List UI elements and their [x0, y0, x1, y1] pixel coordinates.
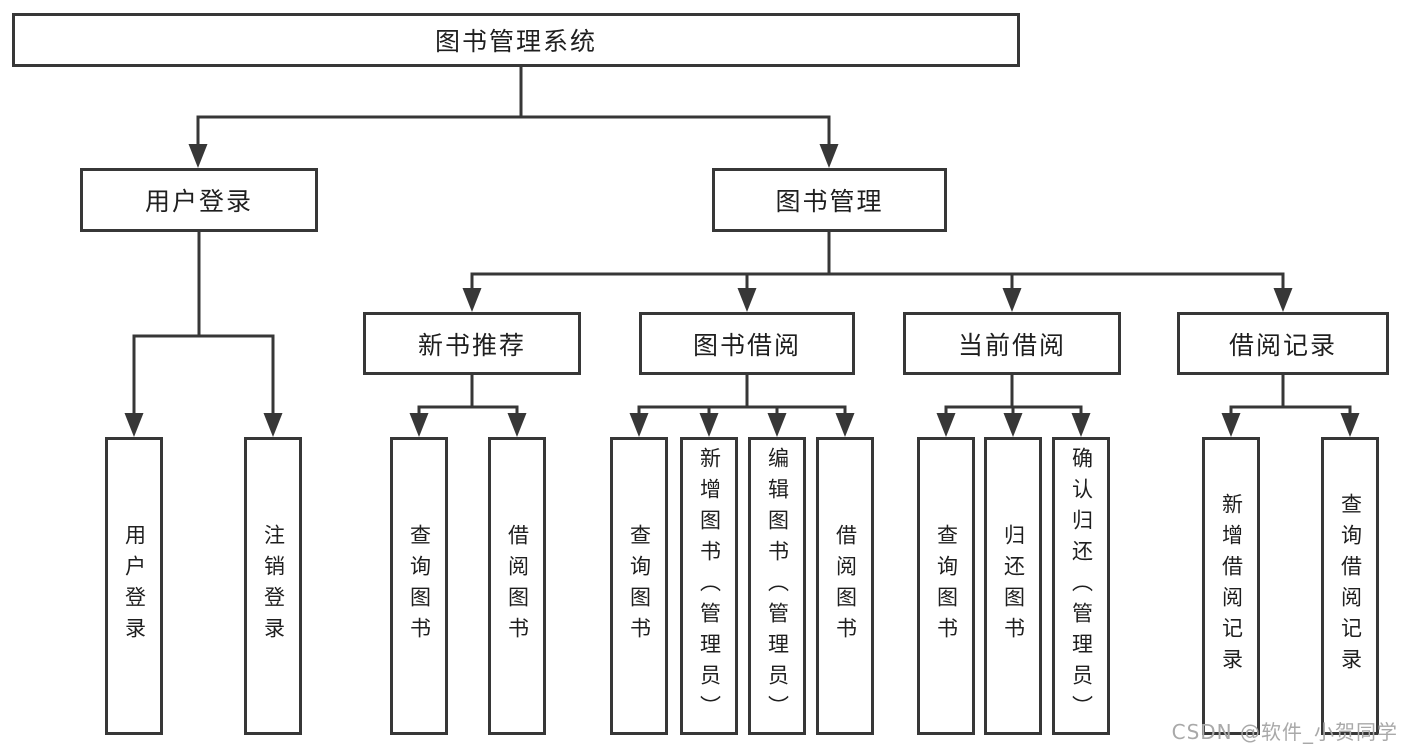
- leaf-user-login: 用户登录: [105, 437, 163, 735]
- arrowhead-icon: [263, 413, 283, 437]
- leaf-query-books-borrow: 查询图书: [610, 437, 668, 735]
- leaf-add-book-admin: 新增图书（管理员）: [680, 437, 738, 735]
- arrowhead-icon: [1003, 413, 1023, 437]
- leaf-borrow-books-newbook: 借阅图书: [488, 437, 546, 735]
- arrowhead-icon: [124, 413, 144, 437]
- arrowhead-icon: [737, 288, 757, 312]
- arrowhead-icon: [188, 144, 208, 168]
- node-user-login: 用户登录: [80, 168, 318, 232]
- arrowhead-icon: [1071, 413, 1091, 437]
- csdn-watermark: CSDN @软件_小贺同学: [1171, 720, 1398, 744]
- node-current-borrowing: 当前借阅: [903, 312, 1121, 375]
- arrowhead-icon: [462, 288, 482, 312]
- leaf-query-borrow-record: 查询借阅记录: [1321, 437, 1379, 735]
- arrowhead-icon: [699, 413, 719, 437]
- arrowhead-icon: [767, 413, 787, 437]
- arrowhead-icon: [409, 413, 429, 437]
- leaf-borrow-books: 借阅图书: [816, 437, 874, 735]
- arrowhead-icon: [1002, 288, 1022, 312]
- leaf-query-books-current: 查询图书: [917, 437, 975, 735]
- arrowhead-icon: [1273, 288, 1293, 312]
- node-library-management-system: 图书管理系统: [12, 13, 1020, 67]
- node-borrowing-records: 借阅记录: [1177, 312, 1389, 375]
- leaf-add-borrow-record: 新增借阅记录: [1202, 437, 1260, 735]
- node-new-book-recommend: 新书推荐: [363, 312, 581, 375]
- arrowhead-icon: [629, 413, 649, 437]
- leaf-return-book: 归还图书: [984, 437, 1042, 735]
- arrowhead-icon: [936, 413, 956, 437]
- arrowhead-icon: [1340, 413, 1360, 437]
- node-book-management: 图书管理: [712, 168, 947, 232]
- arrowhead-icon: [1221, 413, 1241, 437]
- arrowhead-icon: [835, 413, 855, 437]
- leaf-edit-book-admin: 编辑图书（管理员）: [748, 437, 806, 735]
- leaf-logout: 注销登录: [244, 437, 302, 735]
- arrowhead-icon: [819, 144, 839, 168]
- leaf-query-books-newbook: 查询图书: [390, 437, 448, 735]
- arrowhead-icon: [507, 413, 527, 437]
- node-book-borrowing: 图书借阅: [639, 312, 855, 375]
- leaf-confirm-return-admin: 确认归还（管理员）: [1052, 437, 1110, 735]
